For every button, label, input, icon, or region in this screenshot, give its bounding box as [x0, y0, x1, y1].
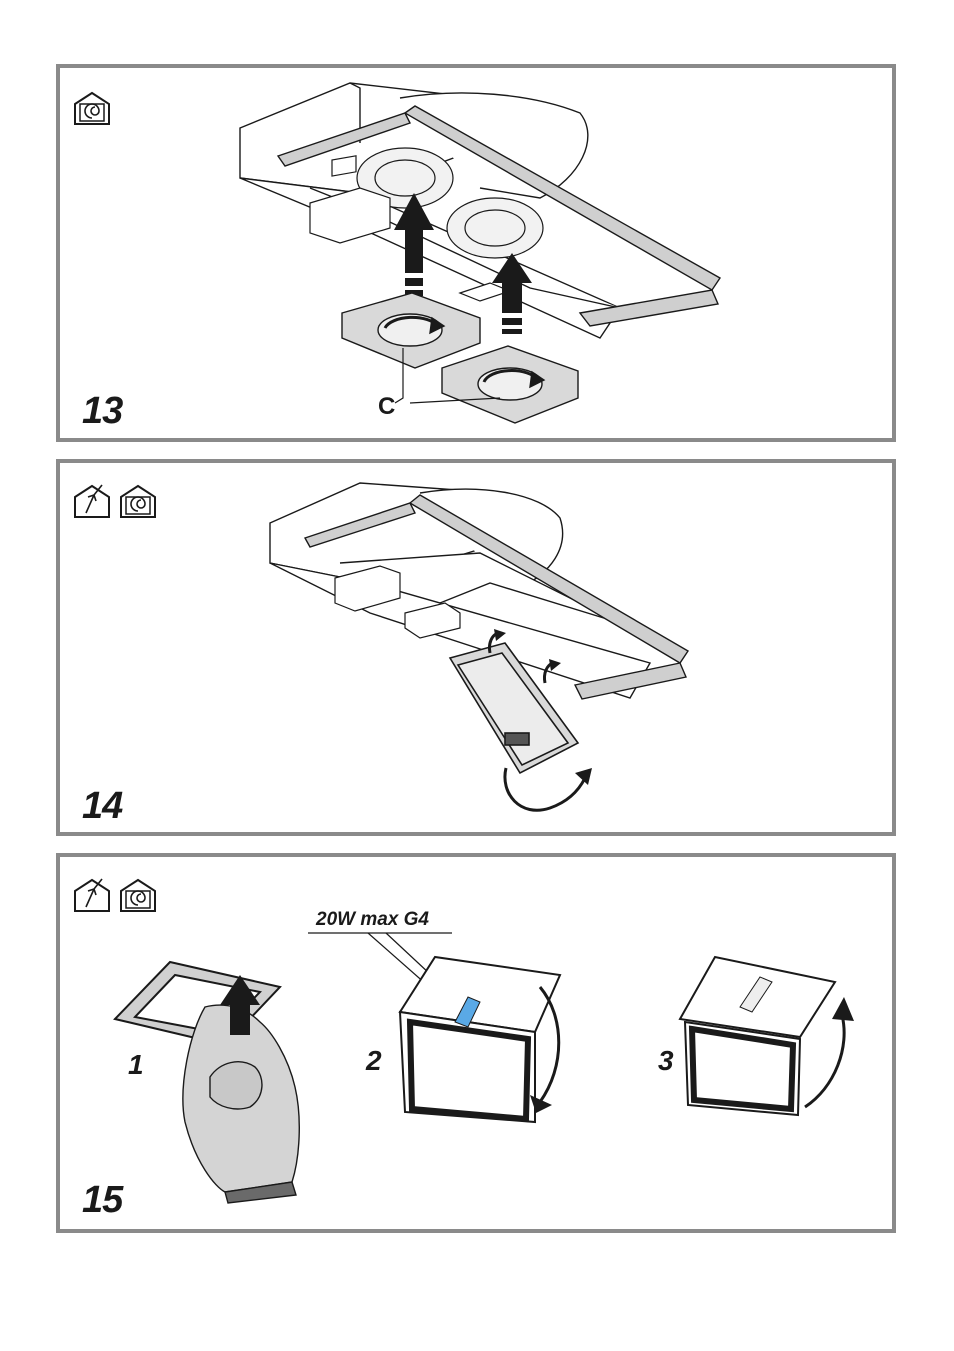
figure-number: 13	[82, 390, 122, 433]
figure-13-panel: C 13	[56, 64, 896, 442]
lamp-replacement-illustration	[60, 857, 892, 1229]
figure-14-panel: 14	[56, 459, 896, 836]
figure-15-panel: 20W max G4	[56, 853, 896, 1233]
step-number: 2	[366, 1045, 382, 1077]
figure-number: 14	[82, 785, 122, 828]
step-3-arrow-head	[832, 997, 854, 1021]
callout-label-c: C	[378, 393, 395, 421]
hood-filter-removal-illustration	[60, 68, 892, 438]
step-2-lamp-box	[400, 957, 560, 1122]
grease-filter-removal-illustration	[60, 463, 892, 832]
figure-number: 15	[82, 1179, 122, 1222]
step-number: 3	[658, 1045, 674, 1077]
step-3-lamp-box	[680, 957, 835, 1115]
step-number: 1	[128, 1049, 144, 1081]
step-3-arrow	[805, 1015, 844, 1107]
